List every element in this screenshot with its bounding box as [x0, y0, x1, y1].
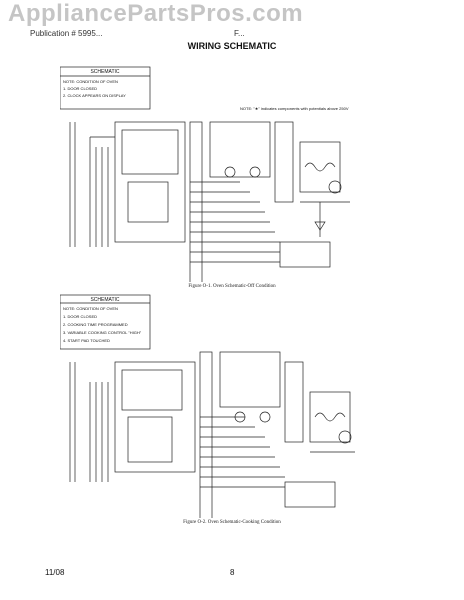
- condition-line: 4. START PAD TOUCHED: [63, 338, 110, 343]
- page-title: WIRING SCHEMATIC: [187, 41, 277, 51]
- page-number: 8: [230, 568, 235, 577]
- condition-line: 1. DOOR CLOSED: [63, 86, 97, 91]
- model-number: F...: [234, 29, 245, 38]
- wiring-schematic-off: SCHEMATIC NOTE: CONDITION OF OVEN 1. DOO…: [60, 66, 350, 282]
- footer-date: 11/08: [45, 568, 65, 577]
- condition-line: 2. COOKING TIME PROGRAMMED: [63, 322, 128, 327]
- watermark: AppliancePartsPros.com: [8, 0, 304, 27]
- condition-line: NOTE: CONDITION OF OVEN: [63, 79, 118, 84]
- condition-line: 2. CLOCK APPEARS ON DISPLAY: [63, 93, 126, 98]
- schematic-box-title: SCHEMATIC: [90, 297, 119, 303]
- condition-line: 1. DOOR CLOSED: [63, 314, 97, 319]
- condition-line: NOTE: CONDITION OF OVEN: [63, 306, 118, 311]
- wiring-schematic-cooking: SCHEMATIC NOTE: CONDITION OF OVEN 1. DOO…: [60, 294, 355, 518]
- voltage-note: NOTE: "★" indicates components with pote…: [240, 106, 349, 111]
- condition-line: 3. VARIABLE COOKING CONTROL "HIGH": [63, 330, 142, 335]
- publication-number: Publication # 5995...: [30, 29, 103, 38]
- caption-cooking-condition: Figure O-2. Oven Schematic-Cooking Condi…: [183, 520, 281, 525]
- caption-off-condition: Figure O-1. Oven Schematic-Off Condition: [188, 284, 276, 289]
- schematic-box-title: SCHEMATIC: [90, 69, 119, 75]
